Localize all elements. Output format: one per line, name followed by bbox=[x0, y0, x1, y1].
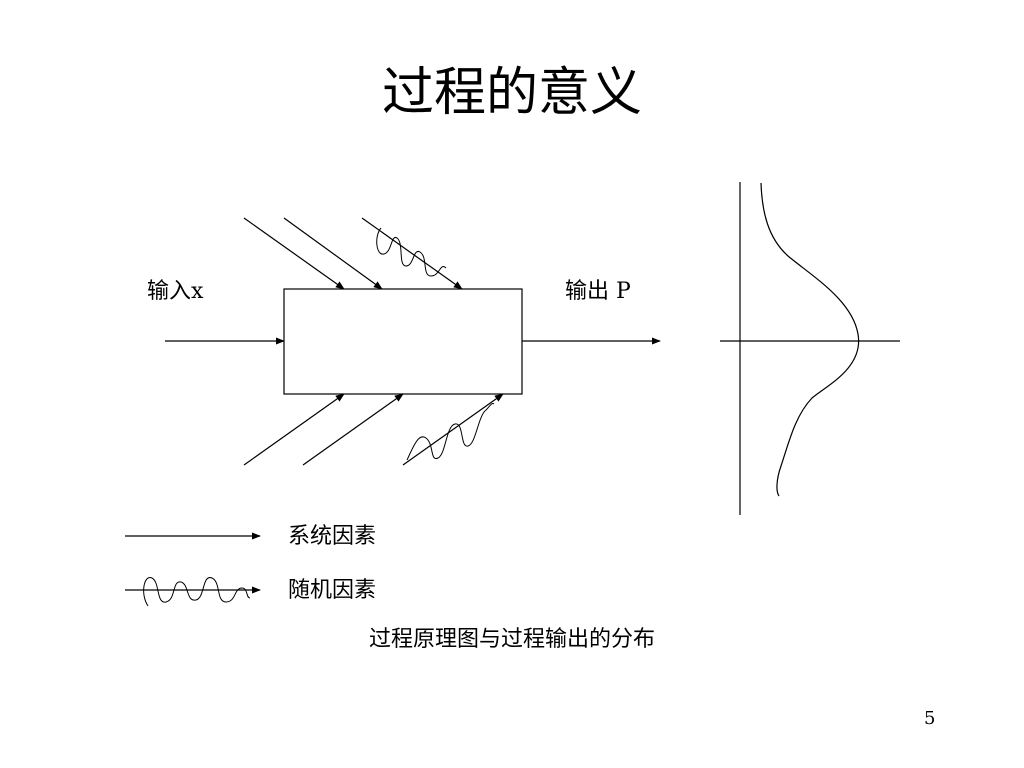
systematic-arrow-top-2 bbox=[283, 217, 383, 290]
output-label: 输出 P bbox=[565, 279, 631, 304]
slide-title: 过程的意义 bbox=[381, 63, 642, 123]
figure-caption: 过程原理图与过程输出的分布 bbox=[368, 627, 655, 652]
systematic-arrow-top-1 bbox=[243, 217, 345, 290]
systematic-arrow-bottom-1 bbox=[243, 393, 345, 466]
legend-systematic-label: 系统因素 bbox=[288, 524, 377, 549]
page-number: 5 bbox=[924, 708, 936, 729]
legend-random-wave bbox=[143, 577, 251, 607]
legend-random-label: 随机因素 bbox=[288, 578, 377, 603]
process-box bbox=[283, 288, 523, 395]
random-wave-bottom bbox=[406, 403, 495, 461]
input-label: 输入x bbox=[147, 279, 204, 304]
random-wave-top bbox=[376, 227, 447, 277]
random-arrow-bottom bbox=[402, 393, 504, 466]
distribution-curve bbox=[760, 182, 860, 497]
systematic-arrow-bottom-2 bbox=[302, 393, 404, 466]
random-arrow-top bbox=[361, 217, 463, 290]
